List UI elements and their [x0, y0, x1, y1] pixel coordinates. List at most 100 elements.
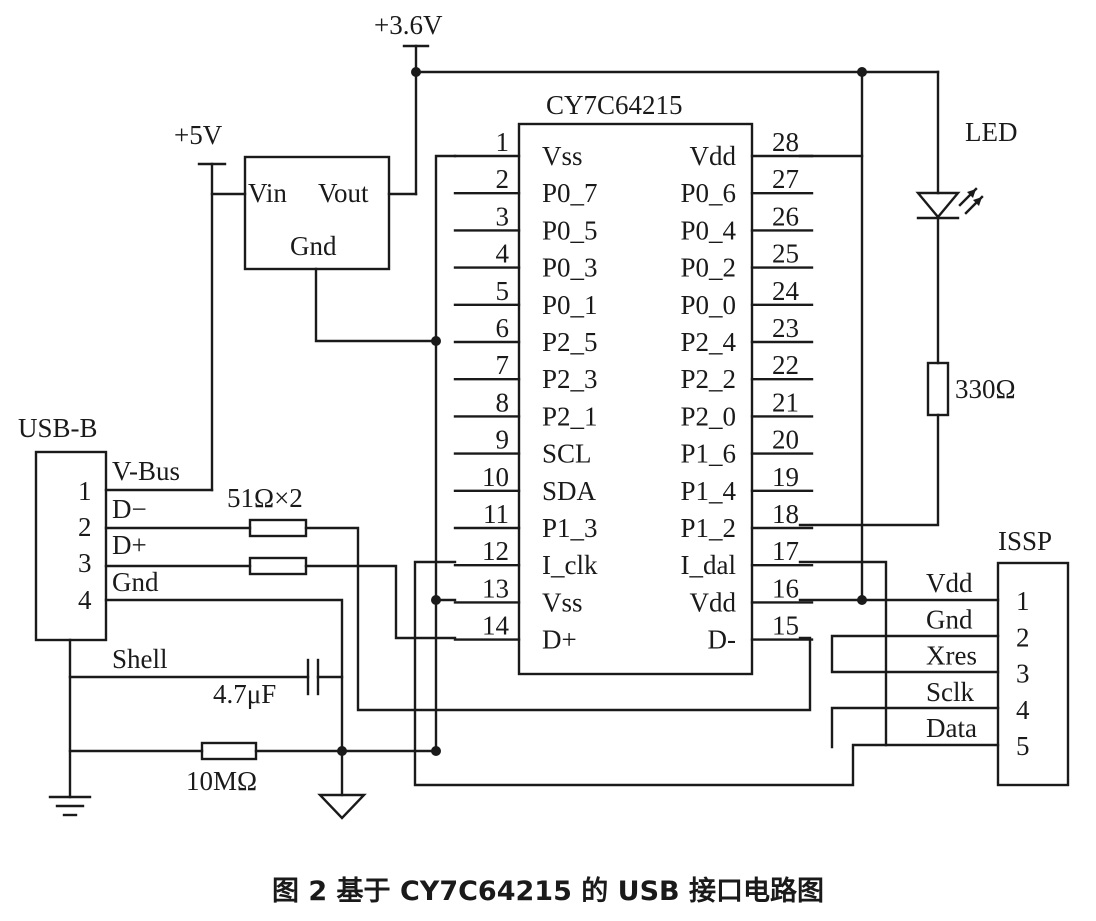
- pin-label: SDA: [542, 476, 597, 506]
- arrowhead-icon: [967, 189, 976, 198]
- pin-label: P1_4: [680, 476, 736, 506]
- usb-pin-num: 2: [78, 512, 92, 542]
- pin-number: 11: [483, 499, 509, 529]
- pin-number: 20: [772, 425, 799, 455]
- issp-gnd-xres-wire: [830, 634, 1000, 674]
- issp-pin-number: 2: [1016, 622, 1030, 652]
- chip-right-pins: 28Vdd27P0_626P0_425P0_224P0_023P2_422P2_…: [680, 127, 814, 655]
- pin-label: P0_0: [680, 290, 736, 320]
- pin-label: SCL: [542, 439, 592, 469]
- arrowhead-icon: [973, 197, 982, 206]
- pin-label: Vdd: [690, 587, 737, 617]
- dminus-to-pin15-wire: [304, 526, 812, 712]
- pin-number: 21: [772, 387, 799, 417]
- pin-number: 14: [482, 611, 510, 641]
- usb-gnd-wire: [104, 598, 344, 753]
- issp-pin-number: 4: [1016, 695, 1030, 725]
- pin-label: P1_2: [680, 513, 736, 543]
- figure-caption: 图 2 基于 CY7C64215 的 USB 接口电路图: [272, 875, 824, 907]
- pin-number: 28: [772, 127, 799, 157]
- pin-label: P0_3: [542, 253, 598, 283]
- issp-pin-number: 5: [1016, 731, 1030, 761]
- pin-number: 10: [482, 462, 509, 492]
- issp-pin-number: 3: [1016, 659, 1030, 689]
- usb-pin-label: D−: [112, 494, 147, 524]
- pin-label: P0_1: [542, 290, 598, 320]
- usb-connector-body: [34, 450, 108, 642]
- usb-pin-num: 4: [78, 585, 92, 615]
- pin-number: 22: [772, 350, 799, 380]
- pin-number: 27: [772, 164, 799, 194]
- chip-body: [517, 122, 754, 676]
- issp-connector-body: [996, 561, 1070, 787]
- pin-label: P2_5: [542, 327, 598, 357]
- pin-label: I_clk: [542, 550, 598, 580]
- regulator-vout: Vout: [318, 178, 369, 208]
- vss-ground-wire: [434, 154, 457, 753]
- issp-pin-label: Sclk: [926, 677, 975, 707]
- regulator-vin: Vin: [248, 178, 287, 208]
- pin-label: P2_3: [542, 364, 598, 394]
- pin-label: Vss: [542, 141, 583, 171]
- pin-label: Vdd: [690, 141, 737, 171]
- pin-label: D+: [542, 625, 577, 655]
- supply-3v6-label: +3.6V: [374, 10, 443, 40]
- pin-number: 16: [772, 573, 799, 603]
- resistor-data-label: 51Ω×2: [227, 483, 303, 513]
- pin-label: D-: [708, 625, 737, 655]
- usb-title: USB-B: [18, 413, 98, 443]
- pin-label: P2_2: [680, 364, 736, 394]
- led-to-pin18-wire: [798, 413, 940, 527]
- issp-pin-label: Gnd: [926, 604, 973, 634]
- junction-dot: [857, 595, 867, 605]
- pin-label: P0_5: [542, 215, 598, 245]
- supply-5v-label: +5V: [174, 120, 223, 150]
- issp-pin-number: 1: [1016, 586, 1030, 616]
- pin-label: P0_2: [680, 253, 736, 283]
- pin-number: 26: [772, 201, 799, 231]
- capacitor-label: 4.7μF: [213, 679, 276, 709]
- pin-number: 18: [772, 499, 799, 529]
- resistor-dminus: [248, 518, 308, 538]
- pin-label: P0_7: [542, 178, 598, 208]
- pin-number: 6: [496, 313, 510, 343]
- pin-label: P2_4: [680, 327, 736, 357]
- pin-number: 19: [772, 462, 799, 492]
- junction-dot: [431, 336, 441, 346]
- resistor-dplus: [248, 556, 308, 576]
- pin-number: 3: [496, 201, 510, 231]
- pin-number: 8: [496, 387, 510, 417]
- signal-ground-icon: [317, 793, 367, 820]
- pin-label: P1_3: [542, 513, 598, 543]
- usb-pin-num: 1: [78, 476, 92, 506]
- pin-number: 4: [496, 239, 510, 269]
- iclk-to-issp-data-wire: [413, 560, 1000, 787]
- issp-pin-label: Vdd: [926, 568, 973, 598]
- usb-pin-label: V-Bus: [112, 456, 180, 486]
- resistor-shell-label: 10MΩ: [186, 766, 257, 796]
- usb-pin-num: 3: [78, 548, 92, 578]
- resistor-shell: [200, 741, 258, 761]
- pin-label: I_dal: [681, 550, 736, 580]
- pin-label: P1_6: [680, 439, 736, 469]
- junction-dot: [411, 67, 421, 77]
- dplus-to-pin14-wire: [304, 564, 457, 640]
- pin-label: P2_0: [680, 401, 736, 431]
- pin-number: 2: [496, 164, 510, 194]
- pin-label: P2_1: [542, 401, 598, 431]
- pin-number: 7: [496, 350, 510, 380]
- led-label: LED: [965, 117, 1017, 147]
- pin-number: 13: [482, 573, 509, 603]
- pin-number: 23: [772, 313, 799, 343]
- usb-shell-label: Shell: [112, 644, 168, 674]
- pin-number: 5: [496, 276, 510, 306]
- pin-number: 1: [496, 127, 510, 157]
- issp-title: ISSP: [998, 526, 1052, 556]
- regulator-gnd: Gnd: [290, 231, 337, 261]
- pin-number: 17: [772, 536, 799, 566]
- pin-label: P0_6: [680, 178, 736, 208]
- pin-label: P0_4: [680, 215, 736, 245]
